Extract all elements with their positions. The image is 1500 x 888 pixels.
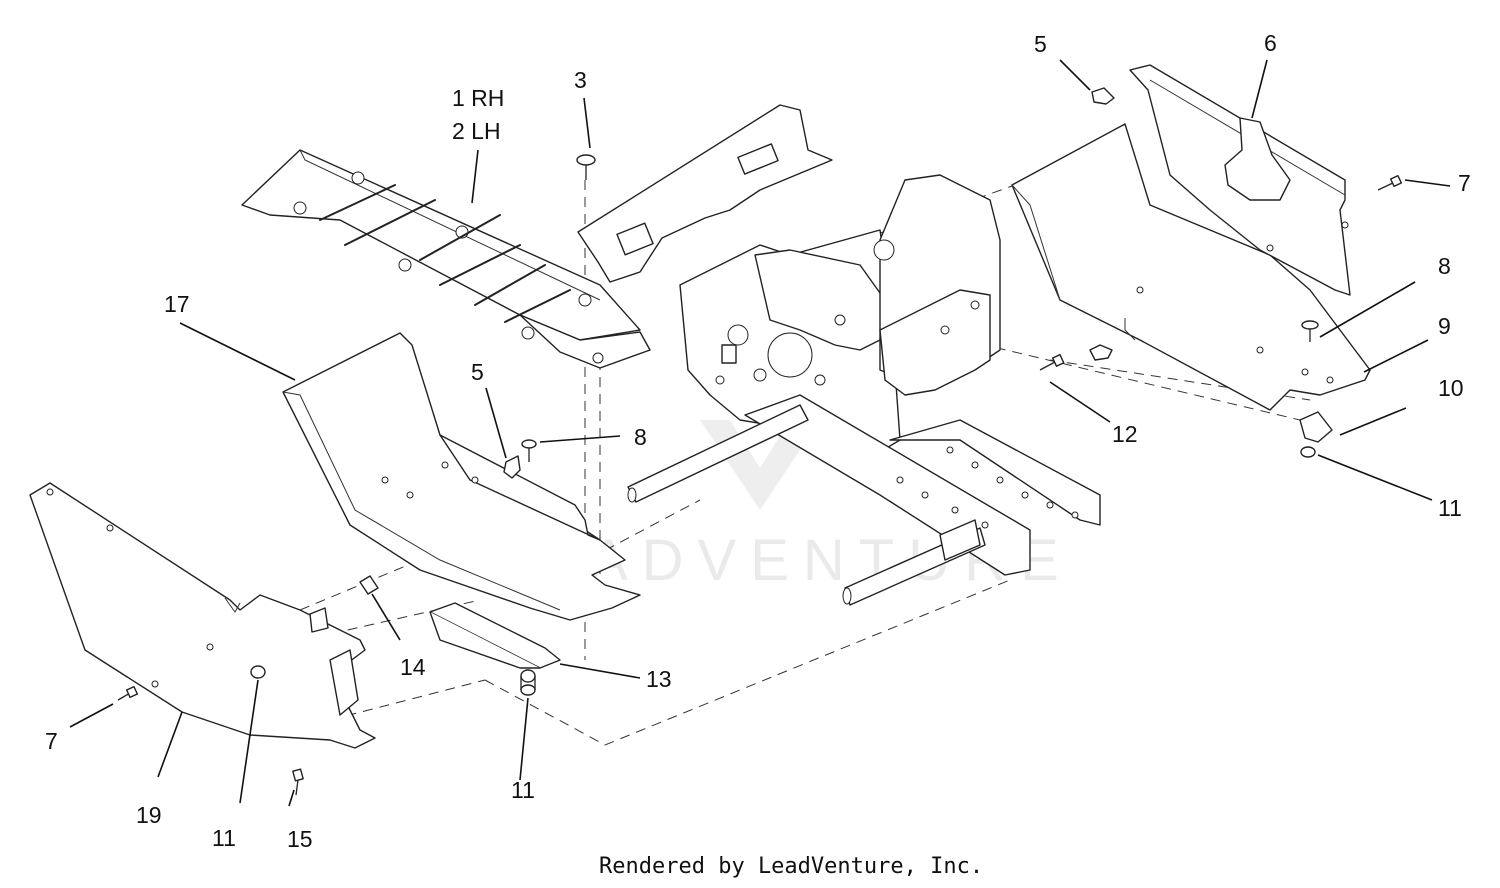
callout-6: 6 <box>1264 30 1277 56</box>
callout-9: 9 <box>1438 313 1451 339</box>
bolt-7-left <box>117 685 139 701</box>
callout-10: 10 <box>1438 375 1464 401</box>
left-front-panel <box>29 482 376 749</box>
bolt-12 <box>1039 353 1065 371</box>
bracket <box>429 602 561 669</box>
callout-15: 15 <box>287 826 313 852</box>
bolt-15 <box>292 768 304 796</box>
hardware <box>117 87 1403 796</box>
callout-7-left: 7 <box>45 728 58 754</box>
callout-8-left: 8 <box>634 424 647 450</box>
callout-7-right: 7 <box>1458 170 1471 196</box>
running-board <box>241 149 651 369</box>
callouts: 1 RH 2 LH 3 5 6 7 8 9 10 11 12 17 5 8 13… <box>45 30 1471 852</box>
bolt-right <box>1377 174 1403 191</box>
callout-2-lh: 2 LH <box>452 118 501 144</box>
callout-3: 3 <box>574 67 587 93</box>
callout-11-right: 11 <box>1438 495 1462 521</box>
callout-13: 13 <box>646 666 672 692</box>
callout-17: 17 <box>164 291 190 317</box>
callout-5-top: 5 <box>1034 31 1047 57</box>
callout-14: 14 <box>400 654 426 680</box>
right-cover <box>1129 64 1351 296</box>
nut-11-center <box>520 669 536 696</box>
callout-12: 12 <box>1112 421 1138 447</box>
callout-11-center: 11 <box>511 777 535 803</box>
push-rivet <box>576 154 596 180</box>
callout-11-left: 11 <box>212 825 236 851</box>
clip-5-left <box>503 455 521 479</box>
callout-8-right: 8 <box>1438 253 1451 279</box>
center-frame <box>577 104 1101 606</box>
clip-14 <box>359 575 379 595</box>
left-side-panel <box>282 332 641 621</box>
nut-11-left <box>250 665 266 679</box>
callout-19: 19 <box>136 802 162 828</box>
clamp-10 <box>1299 411 1333 443</box>
callout-5-left: 5 <box>471 359 484 385</box>
nut-11-right <box>1300 446 1316 458</box>
right-side-panel <box>1011 123 1371 411</box>
footer-credit: Rendered by LeadVenture, Inc. <box>599 854 983 879</box>
callout-1-rh: 1 RH <box>452 85 504 111</box>
clip-top <box>1089 344 1113 361</box>
bolt-8-left <box>521 439 537 462</box>
leader-lines <box>69 59 1451 807</box>
bolt-8-right <box>1301 320 1319 342</box>
